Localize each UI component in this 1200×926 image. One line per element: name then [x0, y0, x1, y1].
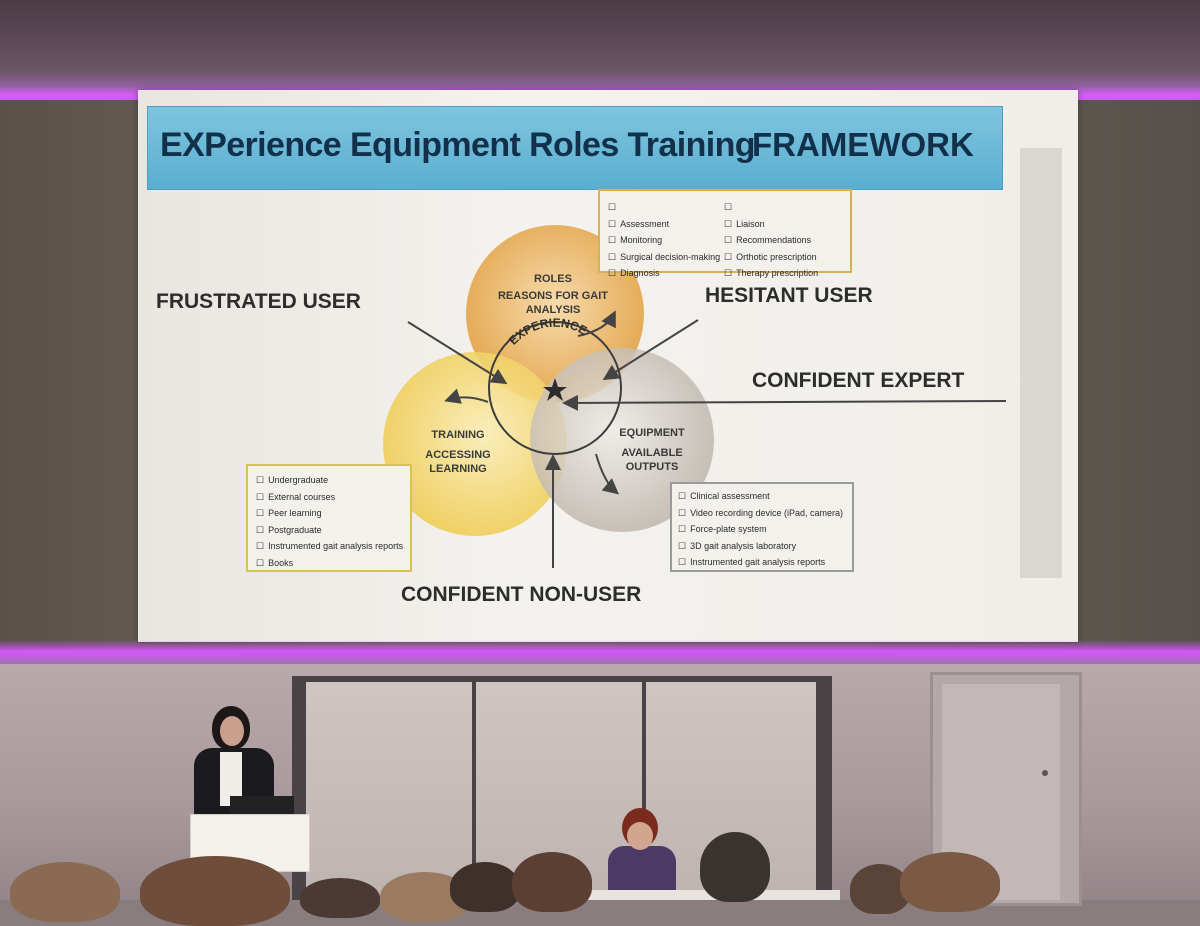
training-title: TRAINING: [431, 429, 485, 441]
roles-item: Orthotic prescription: [724, 249, 818, 266]
roles-item: Liaison: [724, 216, 818, 233]
equipment-item: Instrumented gait analysis reports: [678, 554, 852, 571]
hesitant-user-label: HESITANT USER: [705, 284, 873, 307]
training-item: Instrumented gait analysis reports: [256, 538, 410, 555]
training-subtitle: ACCESSING LEARNING: [425, 449, 491, 475]
audience-head: [900, 852, 1000, 912]
roles-subtitle: REASONS FOR GAIT ANALYSIS: [497, 290, 608, 316]
stage-light-strip: [0, 640, 1200, 666]
training-circle: [383, 352, 567, 536]
roles-item: Diagnosis: [608, 265, 720, 282]
slide-title-suffix: FRAMEWORK: [752, 126, 974, 163]
roles-title: ROLES: [534, 273, 572, 285]
ceiling: [0, 0, 1200, 100]
roles-item: Recommendations: [724, 232, 818, 249]
door-handle: [1042, 770, 1048, 776]
title-banner: [147, 106, 1003, 190]
audience-head: [140, 856, 290, 926]
roles-item: Monitoring: [608, 232, 720, 249]
equipment-subtitle: AVAILABLE OUTPUTS: [621, 447, 683, 473]
training-checklist: Undergraduate External courses Peer lear…: [246, 464, 412, 572]
wall-panel: [306, 682, 472, 900]
frustrated-pointer: [407, 321, 508, 385]
expert-pointer: [562, 394, 1007, 411]
slide-title: EXPerience Equipment Roles Training: [160, 126, 756, 164]
equipment-item: Clinical assessment: [678, 488, 852, 505]
slide-side-bar: [1020, 148, 1062, 578]
training-item: Undergraduate: [256, 472, 410, 489]
equipment-circle: [530, 348, 714, 532]
panelist-face: [627, 822, 653, 850]
speaker-face: [220, 716, 244, 746]
laptop: [230, 796, 294, 816]
audience-head: [700, 832, 770, 902]
training-item: Postgraduate: [256, 522, 410, 539]
training-item: Peer learning: [256, 505, 410, 522]
hesitant-pointer: [602, 319, 699, 381]
confident-expert-label: CONFIDENT EXPERT: [752, 369, 965, 392]
speaker-shirt: [220, 752, 242, 806]
confident-nonuser-label: CONFIDENT NON-USER: [401, 583, 642, 606]
training-item: External courses: [256, 489, 410, 506]
audience-head: [450, 862, 520, 912]
roles-item: Surgical decision-making: [608, 249, 720, 266]
equipment-item: Force-plate system: [678, 521, 852, 538]
audience-head: [300, 878, 380, 918]
roles-checklist: Assessment Monitoring Surgical decision-…: [598, 189, 852, 278]
cycle-arrow-top: [577, 310, 616, 337]
roles-item: Therapy prescription: [724, 265, 818, 282]
audience-head: [512, 852, 592, 912]
equipment-item: 3D gait analysis laboratory: [678, 538, 852, 555]
cycle-arrow-right: [595, 453, 620, 495]
equipment-item: Video recording device (iPad, camera): [678, 505, 852, 522]
frustrated-user-label: FRUSTRATED USER: [156, 290, 361, 313]
audience-head: [10, 862, 120, 922]
roles-item: Assessment: [608, 216, 720, 233]
cycle-arrow-left: [444, 388, 489, 404]
equipment-checklist: Clinical assessment Video recording devi…: [670, 482, 854, 572]
equipment-title: EQUIPMENT: [619, 427, 685, 439]
training-item: Books: [256, 555, 410, 572]
star-icon: [543, 378, 567, 401]
